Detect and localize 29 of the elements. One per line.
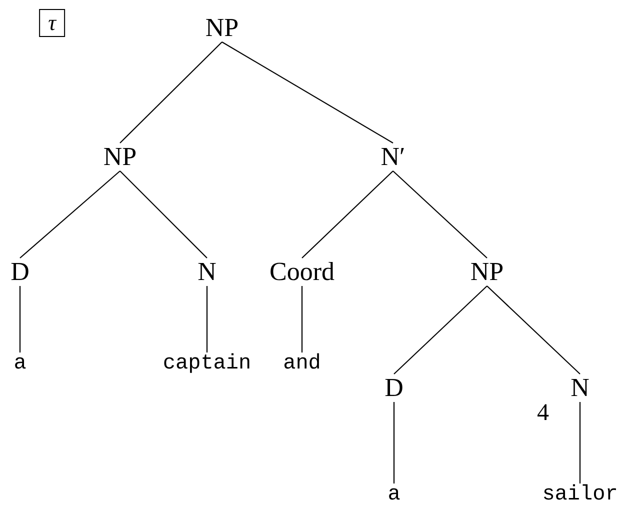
- tree-branch: [222, 42, 394, 144]
- tree-branch: [206, 286, 208, 352]
- tree-branch: [120, 42, 222, 144]
- tree-branch: [392, 170, 488, 258]
- category-label: D: [10, 259, 30, 285]
- word-label: sailor: [542, 484, 618, 506]
- tree-branch: [302, 170, 394, 258]
- word-label: captain: [162, 354, 252, 374]
- category-label: N: [570, 375, 590, 401]
- word-label: and: [283, 354, 321, 374]
- category-label: NP: [103, 144, 137, 170]
- tree-branch: [579, 402, 581, 484]
- word-label: a: [388, 484, 400, 506]
- tree-branch: [19, 286, 21, 352]
- tree-branch: [301, 286, 303, 352]
- category-label: N: [198, 259, 216, 285]
- tree-label: τ: [39, 9, 65, 37]
- category-label: NP: [205, 15, 239, 41]
- category-label: Coord: [270, 259, 334, 285]
- category-label: N′: [380, 144, 406, 170]
- word-label: a: [14, 354, 26, 374]
- node-number: 4: [537, 401, 549, 425]
- tree-branch: [394, 286, 488, 374]
- tree-branch: [393, 402, 395, 484]
- tree-branch: [486, 286, 580, 374]
- category-label: D: [384, 375, 404, 401]
- tree-branch: [120, 170, 208, 258]
- category-label: NP: [470, 259, 504, 285]
- tree-branch: [20, 170, 120, 258]
